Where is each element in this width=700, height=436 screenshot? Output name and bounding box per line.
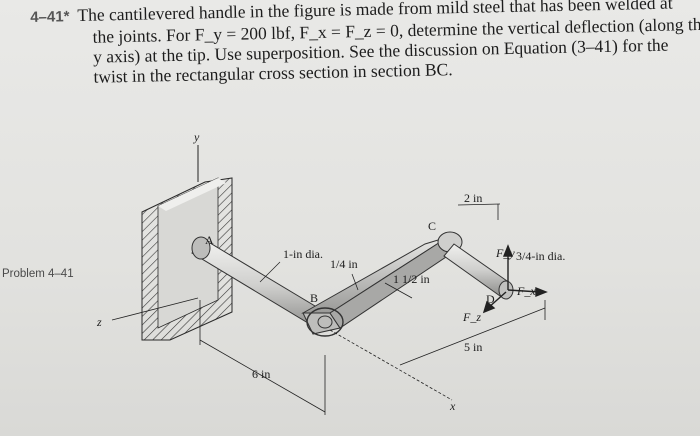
- bar-BC: [301, 231, 463, 337]
- label-B: B: [310, 291, 318, 305]
- force-arrows: [482, 244, 548, 314]
- label-2in: 2 in: [464, 191, 482, 205]
- label-Fx: F_x: [516, 284, 536, 298]
- label-x: x: [449, 399, 456, 413]
- label-1in-dia: 1-in dia.: [283, 247, 323, 261]
- label-three-quarter-dia: 3/4-in dia.: [516, 249, 565, 263]
- dimension-lines: [199, 203, 546, 415]
- problem-side-label: Problem 4–41: [2, 268, 74, 280]
- label-quarter-in: 1/4 in: [330, 257, 358, 271]
- label-C: C: [428, 219, 436, 233]
- label-z: z: [96, 315, 102, 329]
- label-one-half-in: 1 1/2 in: [393, 272, 430, 286]
- label-Fy: F_y: [495, 246, 515, 260]
- leader-1in-dia: [259, 261, 281, 283]
- label-5in: 5 in: [464, 340, 482, 354]
- rod-AB: [191, 236, 336, 330]
- label-A: A: [205, 233, 214, 247]
- label-6in: 6 in: [252, 367, 270, 381]
- x-axis-line: [329, 329, 453, 401]
- wall-support: [141, 177, 233, 341]
- label-y: y: [193, 130, 200, 144]
- label-Fz: F_z: [462, 310, 481, 324]
- z-axis-line: [111, 297, 199, 321]
- label-D: D: [486, 292, 495, 306]
